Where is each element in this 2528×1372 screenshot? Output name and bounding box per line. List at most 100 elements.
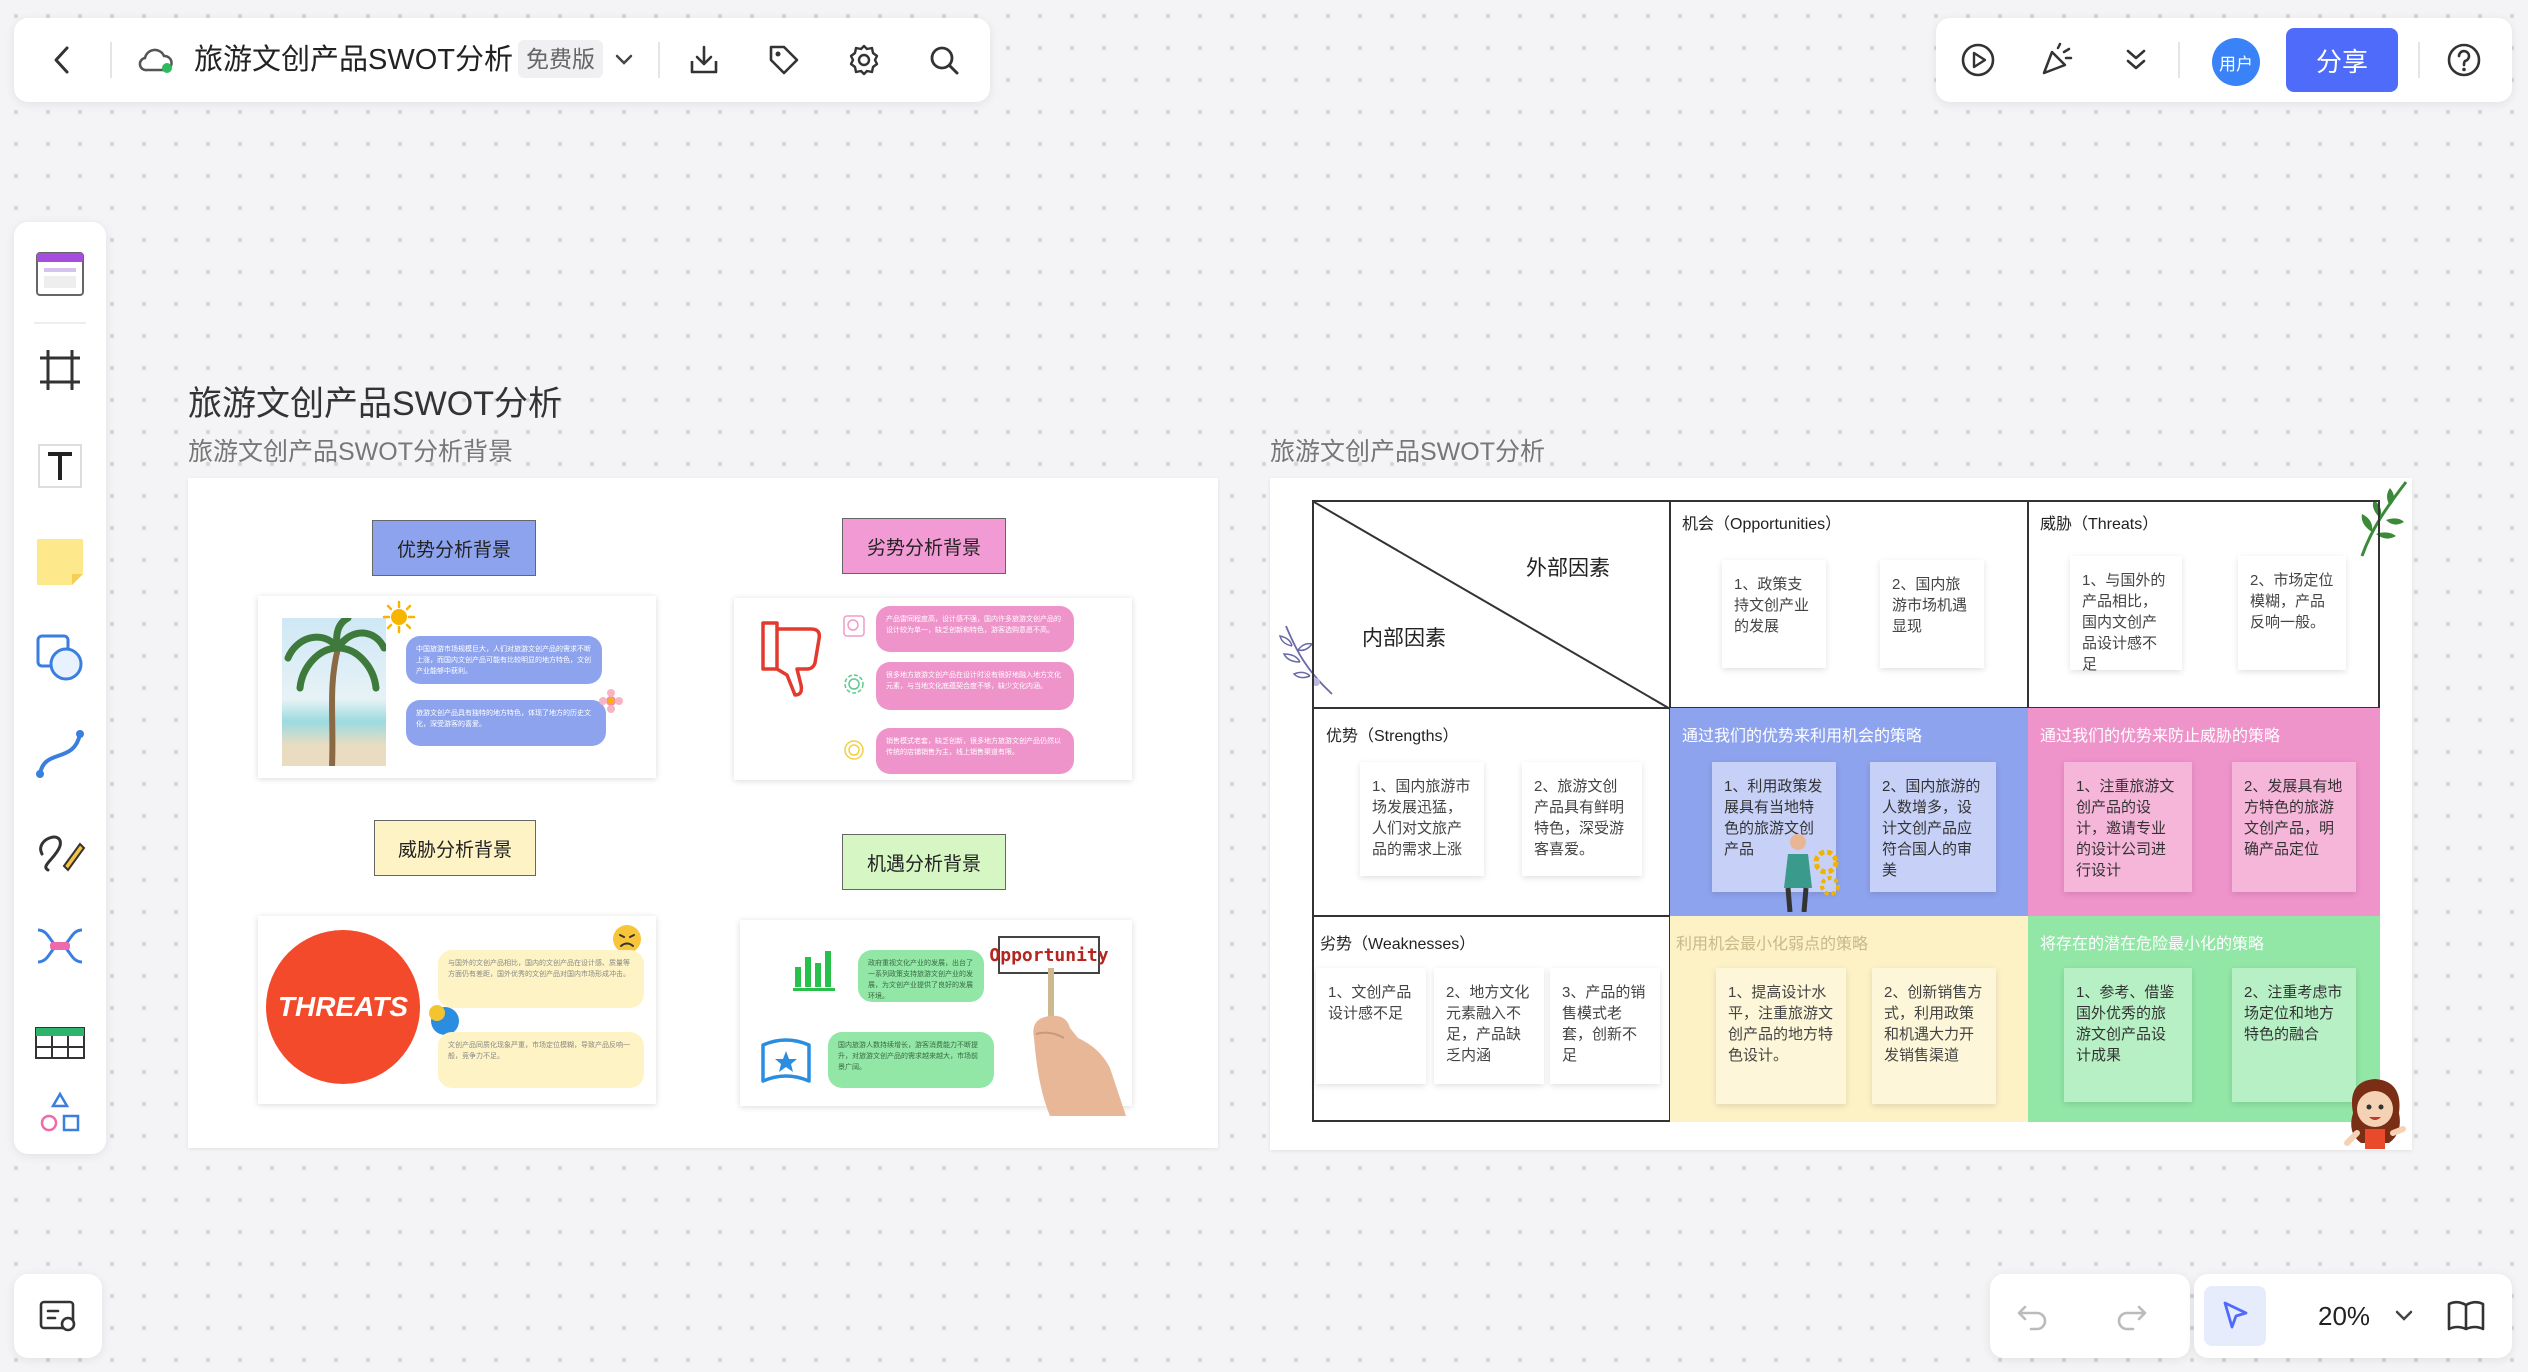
strength-tag[interactable]: 优势分析背景	[372, 520, 536, 576]
avatar-label: 用户	[2219, 54, 2253, 74]
opportunity-bubble-2[interactable]: 国内旅游人数持续增长，游客消费能力不断提升，对旅游文创产品的需求越来越大，市场前…	[828, 1032, 994, 1088]
flower-icon	[598, 688, 624, 714]
wt-note-1[interactable]: 1、参考、借鉴国外优秀的旅游文创产品设计成果	[2064, 968, 2192, 1102]
opportunity-bubble-1[interactable]: 政府重视文化产业的发展，出台了一系列政策支持旅游文创产业的发展，为文创产业提供了…	[858, 950, 984, 1002]
search-icon[interactable]	[924, 40, 964, 80]
canvas-main-title[interactable]: 旅游文创产品SWOT分析	[188, 385, 562, 423]
worried-face-icon	[610, 922, 644, 956]
mindmap-icon[interactable]	[32, 918, 88, 974]
weakness-note-3[interactable]: 3、产品的销售模式老套，创新不足	[1550, 968, 1660, 1084]
play-icon[interactable]	[1958, 40, 1998, 80]
weakness-bubble-2[interactable]: 很多地方旅游文创产品在设计时没有很好地融入地方文化元素，与当地文化底蕴契合度不够…	[876, 662, 1074, 710]
strength-card[interactable]: 中国旅游市场规模巨大，人们对旅游文创产品的需求不断上涨，而国内文创产品可能有比较…	[258, 596, 656, 778]
help-icon[interactable]	[2444, 40, 2484, 80]
weaknesses-title[interactable]: 劣势（Weaknesses）	[1320, 936, 1476, 953]
sticky-note-icon[interactable]	[32, 534, 88, 590]
cursor-icon	[2223, 1301, 2248, 1329]
leaf-branch-icon	[2342, 478, 2412, 558]
bar-chart-icon	[790, 944, 840, 994]
right-frame-title[interactable]: 旅游文创产品SWOT分析	[1270, 438, 1545, 466]
wt-strategy-quadrant[interactable]: 将存在的潜在危险最小化的策略 1、参考、借鉴国外优秀的旅游文创产品设计成果 2、…	[2028, 916, 2380, 1122]
zoom-panel: 20%	[2194, 1274, 2512, 1358]
chevron-down-icon[interactable]	[610, 46, 638, 74]
text-tool-icon[interactable]	[32, 438, 88, 494]
share-button-label: 分享	[2315, 46, 2368, 77]
back-icon[interactable]	[42, 40, 82, 80]
connector-tool-icon[interactable]	[32, 726, 88, 782]
double-chevron-down-icon[interactable]	[2116, 40, 2156, 80]
celebrate-icon[interactable]	[2036, 40, 2076, 80]
opportunity-sign-label: Opportunity	[989, 944, 1109, 966]
opportunity-note-2[interactable]: 2、国内旅游市场机遇显现	[1880, 560, 1984, 668]
toolbar-divider	[2178, 42, 2180, 78]
so-note-2[interactable]: 2、国内旅游的人数增多，设计文创产品应符合国人的审美	[1870, 762, 1996, 892]
share-button[interactable]: 分享	[2286, 28, 2398, 92]
opportunity-card[interactable]: 政府重视文化产业的发展，出台了一系列政策支持旅游文创产业的发展，为文创产业提供了…	[740, 920, 1132, 1116]
threat-note-1[interactable]: 1、与国外的产品相比，国内文创产品设计感不足	[2070, 556, 2182, 673]
toolbar-divider	[110, 42, 112, 78]
threat-bubble-1[interactable]: 与国外的文创产品相比，国内的文创产品在设计感、质量等方面仍有差距，国外优秀的文创…	[438, 950, 644, 1008]
undo-icon[interactable]	[2012, 1296, 2052, 1336]
left-frame-title[interactable]: 旅游文创产品SWOT分析背景	[188, 438, 513, 466]
st-strategy-quadrant[interactable]: 通过我们的优势来防止威胁的策略 1、注重旅游文创产品的设计，邀请专业的设计公司进…	[2028, 708, 2380, 916]
wo-strategy-quadrant[interactable]: 利用机会最小化弱点的策略 1、提高设计水平，注重旅游文创产品的地方特色设计。 2…	[1670, 916, 2028, 1122]
strength-bubble-2[interactable]: 旅游文创产品具有独特的地方特色，体现了地方的历史文化，深受游客的喜爱。	[406, 700, 606, 746]
redo-icon[interactable]	[2112, 1296, 2152, 1336]
swot-matrix-frame[interactable]: 外部因素 内部因素 机会（Opportunities） 1、政策支持文创产业的发…	[1270, 478, 2412, 1150]
wt-strategy-title: 将存在的潜在危险最小化的策略	[2040, 936, 2265, 953]
more-shapes-icon[interactable]	[32, 1084, 88, 1140]
threat-bubble-2[interactable]: 文创产品同质化现象严重，市场定位模糊，导致产品反响一般，竞争力不足。	[438, 1032, 644, 1088]
shape-tool-icon[interactable]	[32, 630, 88, 686]
zoom-level[interactable]: 20%	[2318, 1301, 2371, 1331]
strengths-title[interactable]: 优势（Strengths）	[1326, 728, 1459, 745]
threat-note-2[interactable]: 2、市场定位模糊，产品反响一般。	[2238, 556, 2346, 670]
tag-icon[interactable]	[764, 40, 804, 80]
so-note-1[interactable]: 1、利用政策发展具有当地特色的旅游文创产品	[1712, 762, 1836, 892]
wo-note-2[interactable]: 2、创新销售方式，利用政策和机遇大力开发销售渠道	[1872, 968, 1996, 1104]
wt-note-2[interactable]: 2、注重考虑市场定位和地方特色的融合	[2232, 968, 2356, 1102]
strength-bubble-1[interactable]: 中国旅游市场规模巨大，人们对旅游文创产品的需求不断上涨，而国内文创产品可能有比较…	[406, 636, 602, 684]
map-navigator-icon[interactable]	[36, 1296, 80, 1336]
book-guide-icon[interactable]	[2444, 1296, 2488, 1336]
weakness-card[interactable]: 产品雷同程度高，设计感不强，国内许多旅游文创产品的设计较为单一，缺乏创新和特色，…	[734, 598, 1132, 780]
top-right-toolbar: 用户 分享	[1936, 18, 2512, 102]
wo-strategy-title: 利用机会最小化弱点的策略	[1676, 936, 1869, 953]
threat-tag[interactable]: 威胁分析背景	[374, 820, 536, 876]
table-tool-icon[interactable]	[32, 1014, 88, 1070]
wo-note-1[interactable]: 1、提高设计水平，注重旅游文创产品的地方特色设计。	[1716, 968, 1846, 1104]
strength-note-2[interactable]: 2、旅游文创产品具有鲜明特色，深受游客喜爱。	[1522, 762, 1642, 876]
pointer-tool-button[interactable]	[2204, 1286, 2266, 1346]
opportunity-tag[interactable]: 机遇分析背景	[842, 834, 1006, 890]
threats-title[interactable]: 威胁（Threats）	[2040, 516, 2159, 533]
opportunities-title[interactable]: 机会（Opportunities）	[1682, 516, 1842, 533]
swot-header-cell: 外部因素 内部因素	[1312, 500, 1672, 710]
threats-circle: THREATS	[266, 930, 420, 1084]
swot-background-frame[interactable]: 优势分析背景 劣势分析背景 威胁分析背景 机遇分析背景 中国旅游市场规模巨大，人…	[188, 478, 1218, 1148]
opportunity-sign: Opportunity	[989, 936, 1109, 974]
threat-card[interactable]: THREATS 与国外的文创产品相比，国内的文创产品在设计感、质量等方面仍有差距…	[258, 916, 656, 1104]
palm-tree-image	[282, 618, 386, 766]
coin-icon	[842, 738, 866, 762]
pen-tool-icon[interactable]	[32, 822, 88, 878]
zoom-chevron-down-icon[interactable]	[2390, 1302, 2418, 1330]
opportunity-note-1[interactable]: 1、政策支持文创产业的发展	[1722, 560, 1826, 668]
undo-redo-panel	[1990, 1274, 2190, 1358]
gear-icon[interactable]	[844, 40, 884, 80]
document-title[interactable]: 旅游文创产品SWOT分析	[194, 44, 513, 76]
weakness-bubble-1[interactable]: 产品雷同程度高，设计感不强，国内许多旅游文创产品的设计较为单一，缺乏创新和特色，…	[876, 606, 1074, 652]
weakness-note-1[interactable]: 1、文创产品设计感不足	[1316, 968, 1426, 1084]
strength-note-1[interactable]: 1、国内旅游市场发展迅猛，人们对文旅产品的需求上涨	[1360, 762, 1484, 876]
st-note-1[interactable]: 1、注重旅游文创产品的设计，邀请专业的设计公司进行设计	[2064, 762, 2192, 892]
star-book-icon	[758, 1034, 814, 1090]
thumbs-down-icon	[756, 618, 830, 700]
weakness-bubble-3[interactable]: 销售模式老套，缺乏创新，很多地方旅游文创产品仍然以传统的店铺销售为主，线上销售渠…	[876, 728, 1074, 774]
weakness-note-2[interactable]: 2、地方文化元素融入不足，产品缺乏内涵	[1434, 968, 1544, 1084]
cartoon-girl-icon	[2342, 1072, 2408, 1150]
frame-icon[interactable]	[32, 342, 88, 398]
avatar[interactable]: 用户	[2212, 38, 2260, 86]
so-strategy-quadrant[interactable]: 通过我们的优势来利用机会的策略 1、利用政策发展具有当地特色的旅游文创产品 2、…	[1670, 708, 2028, 916]
template-icon[interactable]	[32, 246, 88, 302]
st-note-2[interactable]: 2、发展具有地方特色的旅游文创产品，明确产品定位	[2232, 762, 2356, 892]
download-icon[interactable]	[684, 40, 724, 80]
weakness-tag[interactable]: 劣势分析背景	[842, 518, 1006, 574]
